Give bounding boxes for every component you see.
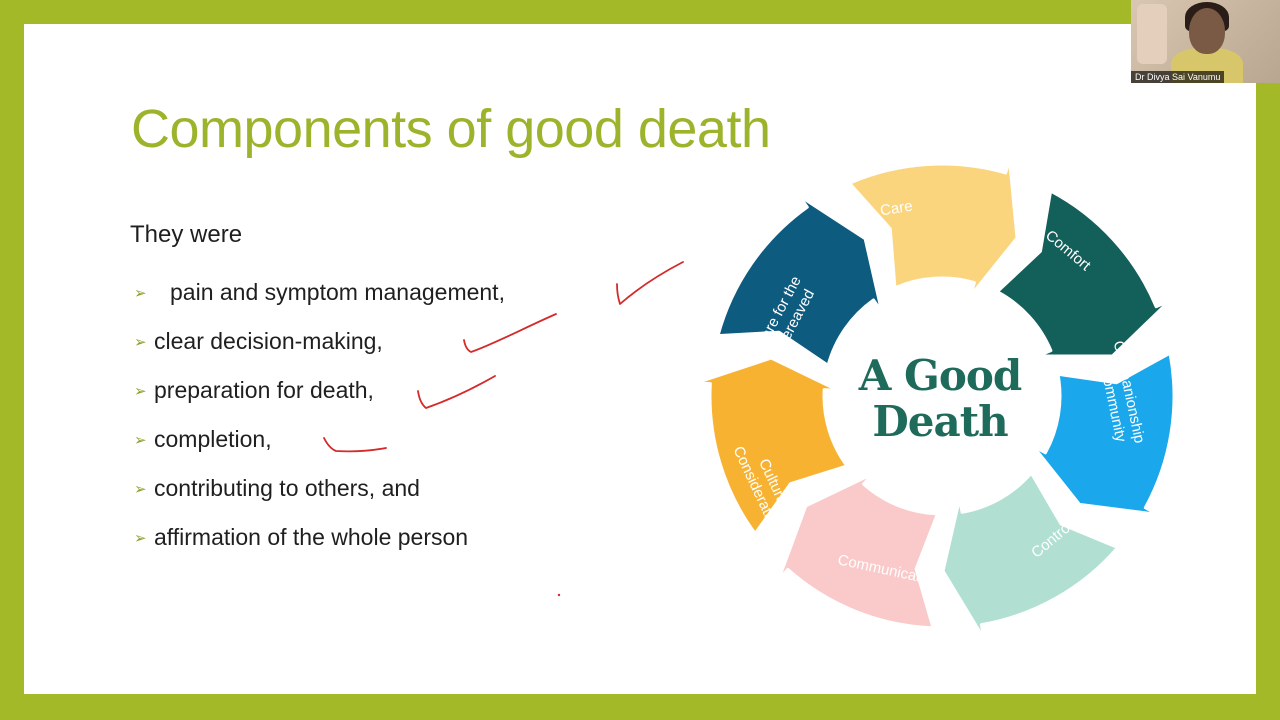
bullet-list: ➢ pain and symptom management, ➢ clear d… xyxy=(134,268,505,562)
bullet-text: clear decision-making, xyxy=(154,328,383,354)
presentation-slide: Components of good death They were ➢ pai… xyxy=(24,24,1256,694)
participant-name-label: Dr Divya Sai Vanumu xyxy=(1131,71,1225,83)
participant-face xyxy=(1189,8,1225,54)
arrowhead-bullet-icon: ➢ xyxy=(134,480,147,498)
cycle-segment-communication xyxy=(777,472,939,630)
cycle-segment-care xyxy=(847,157,1019,298)
arrowhead-bullet-icon: ➢ xyxy=(134,529,147,547)
cycle-segment-companionship xyxy=(1031,351,1176,516)
list-item: ➢ contributing to others, and xyxy=(134,464,505,513)
list-item: ➢ clear decision-making, xyxy=(134,317,505,366)
cycle-segment-control xyxy=(941,471,1120,640)
cycle-segment-bereaved xyxy=(716,194,884,367)
list-item: ➢ preparation for death, xyxy=(134,366,505,415)
intro-text: They were xyxy=(130,221,243,248)
bullet-text: pain and symptom management, xyxy=(170,279,505,305)
list-item: ➢ pain and symptom management, xyxy=(134,268,505,317)
bullet-text: preparation for death, xyxy=(154,377,374,403)
video-background xyxy=(1137,4,1167,64)
slide-title: Components of good death xyxy=(131,99,771,159)
good-death-cycle-diagram: Care Comfort Companionship & Community C… xyxy=(694,157,1176,640)
list-item: ➢ affirmation of the whole person xyxy=(134,513,505,562)
bullet-text: affirmation of the whole person xyxy=(154,524,469,550)
arrowhead-bullet-icon: ➢ xyxy=(134,382,147,400)
participant-video-thumbnail[interactable]: Dr Divya Sai Vanumu xyxy=(1131,0,1280,83)
bullet-text: contributing to others, and xyxy=(154,475,420,501)
cycle-segment-cultural xyxy=(694,356,849,536)
arrowhead-bullet-icon: ➢ xyxy=(134,333,147,351)
arrowhead-bullet-icon: ➢ xyxy=(134,431,147,449)
segment-label-care: Care xyxy=(879,198,914,220)
bullet-text: completion, xyxy=(154,426,272,452)
list-item: ➢ completion, xyxy=(134,415,505,464)
diagram-center-title: A Good xyxy=(858,351,1022,400)
cycle-segment-comfort xyxy=(995,189,1171,358)
diagram-center-title: Death xyxy=(872,397,1008,446)
arrowhead-bullet-icon: ➢ xyxy=(134,284,147,302)
